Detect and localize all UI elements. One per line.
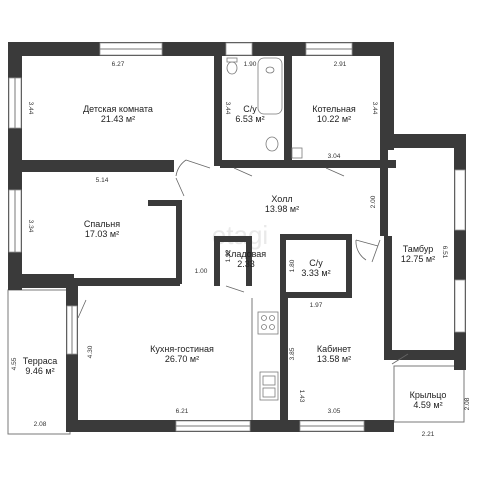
doors	[77, 159, 409, 365]
door-bath1	[233, 167, 253, 177]
fixtures	[226, 57, 303, 420]
room-area-bedroom: 17.03 м²	[85, 229, 119, 239]
room-name-terrace: Терраса	[23, 356, 58, 366]
window-vestibule-2	[454, 279, 466, 333]
stove-icon	[257, 311, 279, 335]
dim-boiler-height: 3.44	[371, 102, 378, 115]
dim-kids-height: 3.44	[27, 102, 34, 115]
bathtub-icon	[257, 57, 283, 115]
room-name-bath2: С/у	[309, 258, 323, 268]
room-area-porch: 4.59 м²	[413, 400, 442, 410]
dimension-labels: 6.27 1.90 2.91 3.44 3.44 3.44 3.04 5.14 …	[11, 61, 471, 438]
room-name-boiler: Котельная	[312, 104, 356, 114]
room-area-vestibule: 12.75 м²	[401, 254, 435, 264]
walls	[8, 42, 466, 432]
room-area-bath2: 3.33 м²	[301, 268, 330, 278]
room-name-pantry: Кладовая	[226, 249, 266, 259]
room-area-kitchen: 26.70 м²	[165, 354, 199, 364]
dim-boiler-bottom: 3.04	[328, 153, 341, 160]
dim-kitchen-height: 4.30	[87, 345, 94, 358]
window-bath	[225, 42, 253, 56]
room-area-office: 13.58 м²	[317, 354, 351, 364]
door-porch	[391, 353, 409, 365]
door-kids	[175, 159, 211, 177]
dim-office-height: 3.85	[289, 347, 296, 360]
watermark: etagi	[212, 220, 268, 250]
door-bath2	[355, 239, 379, 261]
room-name-hall: Холл	[271, 194, 292, 204]
door-vestibule	[371, 239, 381, 263]
room-labels: Детская комната 21.43 м² С/у 6.53 м² Кот…	[23, 104, 447, 410]
dim-vestibule-height: 6.51	[441, 246, 448, 259]
dim-pantry-height: 1.22	[225, 249, 232, 262]
room-name-porch: Крыльцо	[410, 390, 447, 400]
toilet-icon	[226, 61, 238, 75]
door-pantry	[225, 285, 245, 293]
room-area-pantry: 2.33	[237, 259, 255, 269]
room-area-kids: 21.43 м²	[101, 114, 135, 124]
window-vestibule-1	[454, 169, 466, 231]
dim-porch-width: 2.21	[422, 431, 435, 438]
dim-pantry-width: 1.00	[195, 268, 208, 275]
dim-bedroom-height: 3.34	[27, 220, 34, 233]
room-name-kids: Детская комната	[83, 104, 153, 114]
dim-bath2-width: 1.97	[310, 302, 323, 309]
room-name-bedroom: Спальня	[84, 219, 120, 229]
room-area-terrace: 9.46 м²	[25, 366, 54, 376]
dim-office-width: 3.05	[328, 408, 341, 415]
dim-terrace-width: 2.08	[34, 421, 47, 428]
dim-hall-height: 2.00	[370, 195, 377, 208]
room-area-bath1: 6.53 м²	[235, 114, 264, 124]
dim-kids-width: 6.27	[112, 61, 125, 68]
room-name-office: Кабинет	[317, 344, 351, 354]
dim-terrace-height: 4.55	[11, 357, 18, 370]
dim-bedroom-width: 5.14	[96, 177, 109, 184]
dim-bath1-height: 3.44	[224, 102, 231, 115]
porch-outline	[393, 365, 465, 423]
door-terrace	[77, 299, 87, 319]
dim-office-lower: 1.43	[298, 390, 305, 403]
boiler-icon	[291, 147, 303, 159]
room-area-boiler: 10.22 м²	[317, 114, 351, 124]
room-area-hall: 13.98 м²	[265, 204, 299, 214]
dim-bath1-width: 1.90	[244, 61, 257, 68]
room-name-kitchen: Кухня-гостиная	[150, 344, 214, 354]
windows	[8, 42, 466, 432]
room-name-bath1: С/у	[243, 104, 257, 114]
dim-boiler-width: 2.91	[334, 61, 347, 68]
sink-icon	[265, 136, 279, 152]
door-boiler	[325, 167, 345, 177]
room-name-vestibule: Тамбур	[403, 244, 434, 254]
dim-kitchen-width: 6.21	[176, 408, 189, 415]
door-bedroom	[175, 177, 185, 197]
dim-porch-height: 2.08	[464, 397, 471, 410]
dim-bath2-height: 1.80	[289, 259, 296, 272]
